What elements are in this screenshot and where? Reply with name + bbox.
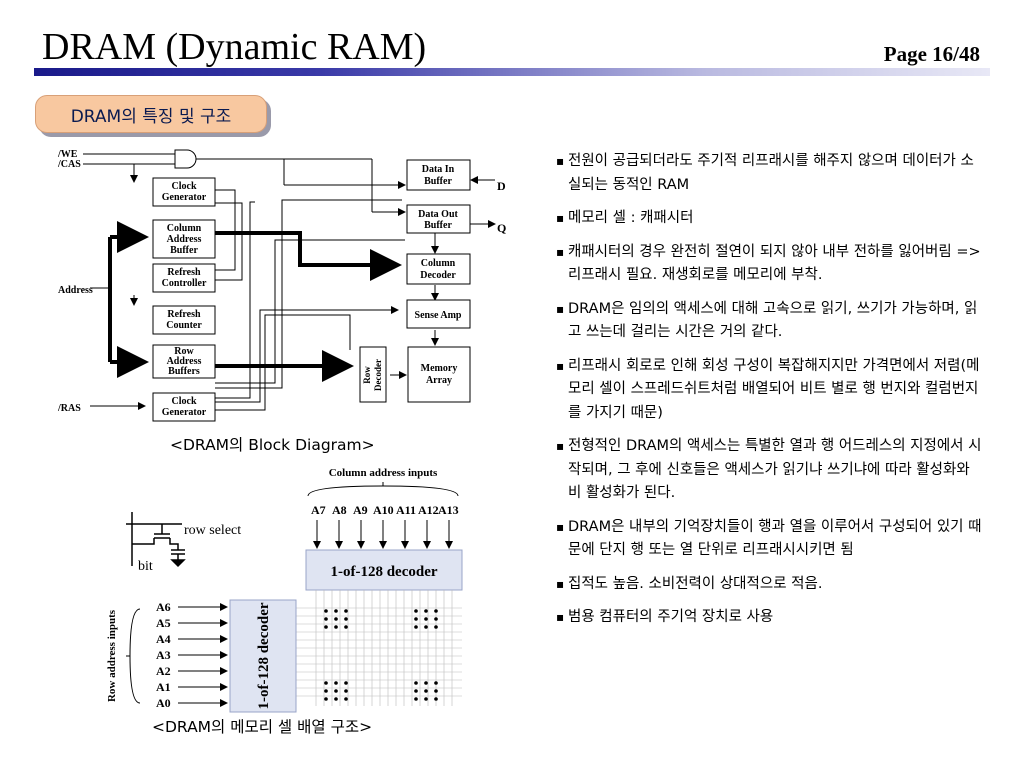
cell-array-caption: <DRAM의 메모리 셀 배열 구조> — [152, 718, 373, 736]
list-item: 메모리 셀 : 캐패시터 — [556, 207, 984, 231]
column-address-buffer-block: Column Address Buffer — [152, 219, 216, 259]
d-label: D — [497, 179, 506, 193]
row-input-a0: A0 — [156, 696, 171, 710]
col-input-a12: A12 — [418, 503, 439, 517]
row-address-buffers-line3: Buffers — [168, 366, 200, 377]
col-input-a10: A10 — [373, 503, 394, 517]
data-out-buffer-block: Data Out Buffer — [406, 204, 471, 234]
column-address-buffer-line1: Column — [167, 223, 202, 234]
column-inputs-title: Column address inputs — [329, 467, 438, 479]
block-diagram-caption: <DRAM의 Block Diagram> — [170, 436, 375, 454]
list-item: 캐패시터의 경우 완전히 절연이 되지 않아 내부 전하를 잃어버림 => 리프… — [556, 241, 984, 288]
refresh-counter-line1: Refresh — [167, 309, 201, 320]
list-item: 범용 컴퓨터의 주기억 장치로 사용 — [556, 606, 984, 630]
clock-generator-2-line2: Generator — [162, 407, 207, 418]
row-inputs-title: Row address inputs — [106, 609, 118, 702]
title-underline — [34, 68, 990, 76]
refresh-counter-line2: Counter — [166, 320, 202, 331]
cell-schematic — [126, 512, 186, 568]
row-input-a2: A2 — [156, 664, 171, 678]
data-out-buffer-line2: Buffer — [424, 220, 452, 231]
data-in-buffer-line1: Data In — [422, 164, 455, 175]
page-number: Page 16/48 — [883, 42, 980, 66]
address-label: Address — [58, 285, 93, 296]
feature-list: 전원이 공급되더라도 주기적 리프래시를 해주지 않으며 데이터가 소실되는 동… — [556, 150, 984, 640]
list-item: DRAM은 임의의 액세스에 대해 고속으로 읽기, 쓰기가 가능하며, 읽고 … — [556, 298, 984, 345]
list-item: 전원이 공급되더라도 주기적 리프래시를 해주지 않으며 데이터가 소실되는 동… — [556, 150, 984, 197]
row-select-label: row select — [184, 523, 241, 538]
col-input-a11: A11 — [396, 503, 416, 517]
section-badge: DRAM의 특징 및 구조 — [35, 95, 267, 133]
col-input-a9: A9 — [353, 503, 368, 517]
row-input-a1: A1 — [156, 680, 171, 694]
q-label: Q — [497, 221, 506, 235]
clock-generator-2-line1: Clock — [172, 396, 197, 407]
column-decoder-line1: Column — [421, 258, 456, 269]
row-decoder-label: 1-of-128 decoder — [256, 602, 272, 709]
row-decoder-block: Row Decoder — [359, 346, 387, 403]
row-input-a6: A6 — [156, 600, 171, 614]
refresh-controller-block: Refresh Controller — [152, 263, 216, 293]
col-input-a8: A8 — [332, 503, 347, 517]
clock-generator-1-line2: Generator — [162, 192, 207, 203]
column-decoder-label: 1-of-128 decoder — [330, 564, 437, 580]
col-input-a13: A13 — [438, 503, 459, 517]
column-address-buffer-line3: Buffer — [170, 245, 198, 256]
row-decoder-line2: Decoder — [373, 359, 383, 391]
list-item: 집적도 높음. 소비전력이 상대적으로 적음. — [556, 573, 984, 597]
sense-amp-label: Sense Amp — [415, 310, 462, 321]
sense-amp-block: Sense Amp — [406, 299, 471, 329]
ras-label: /RAS — [57, 403, 81, 414]
row-input-a4: A4 — [156, 632, 171, 646]
row-address-buffers-line2: Address — [167, 356, 202, 367]
column-decoder-line2: Decoder — [420, 270, 456, 281]
data-in-buffer-line2: Buffer — [424, 176, 452, 187]
block-diagram: /WE /CAS Address /RAS D Q Clock Generato… — [57, 149, 506, 422]
cell-array-diagram: Column address inputs A7 A8 A9 A10 A11 A… — [106, 467, 463, 713]
row-decoder-line1: Row — [362, 366, 372, 384]
row-input-a3: A3 — [156, 648, 171, 662]
row-address-buffers-line1: Row — [174, 346, 194, 357]
memory-array-line2: Array — [426, 375, 452, 386]
cas-label: /CAS — [57, 159, 81, 170]
clock-generator-1-block: Clock Generator — [152, 177, 216, 207]
column-address-buffer-line2: Address — [167, 234, 202, 245]
list-item: 전형적인 DRAM의 액세스는 특별한 열과 행 어드레스의 지정에서 시작되며… — [556, 435, 984, 506]
memory-array-line1: Memory — [421, 363, 458, 374]
refresh-counter-block: Refresh Counter — [152, 305, 216, 335]
page-title: DRAM (Dynamic RAM) — [42, 26, 427, 68]
column-decoder-block: Column Decoder — [406, 253, 471, 285]
refresh-controller-line2: Controller — [162, 278, 207, 289]
refresh-controller-line1: Refresh — [167, 267, 201, 278]
row-address-buffers-block: Row Address Buffers — [152, 344, 216, 379]
list-item: 리프래시 회로로 인해 회성 구성이 복잡해지지만 가격면에서 저렴(메모리 셀… — [556, 355, 984, 426]
row-input-a5: A5 — [156, 616, 171, 630]
data-out-buffer-line1: Data Out — [418, 209, 458, 220]
list-item: DRAM은 내부의 기억장치들이 행과 열을 이루어서 구성되어 있기 때문에 … — [556, 516, 984, 563]
clock-generator-2-block: Clock Generator — [152, 392, 216, 422]
clock-generator-1-line1: Clock — [172, 181, 197, 192]
we-label: /WE — [57, 149, 78, 160]
bit-label: bit — [138, 559, 153, 574]
cell-dots — [324, 609, 438, 701]
col-input-a7: A7 — [311, 503, 326, 517]
data-in-buffer-block: Data In Buffer — [406, 159, 471, 191]
memory-array-block: Memory Array — [407, 346, 471, 403]
